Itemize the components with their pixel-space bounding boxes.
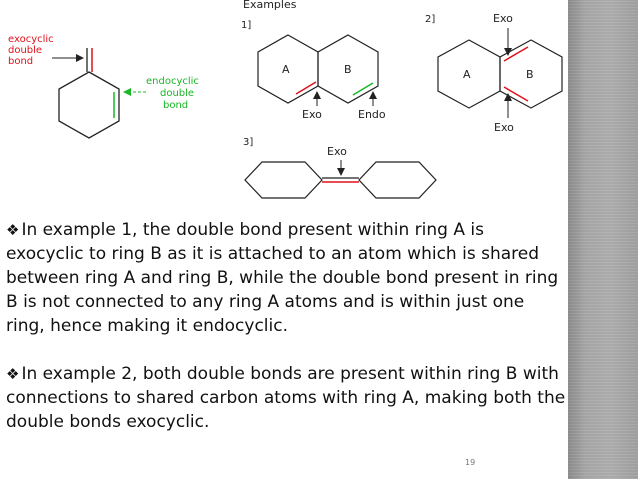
figure-heading: Examples xyxy=(243,0,297,11)
example2-ring-b-label: B xyxy=(526,68,534,81)
example3-ring-right xyxy=(358,161,437,199)
diamond-bullet-icon: ❖ xyxy=(6,221,20,239)
endocyclic-label-line3: bond xyxy=(163,100,188,111)
example1-ring-b xyxy=(317,34,379,104)
example1-endo-label: Endo xyxy=(358,108,386,121)
example1-ring-a-label: A xyxy=(282,63,290,76)
example1-exo-double-bond xyxy=(295,81,317,95)
example2-exo-double-bond-bottom xyxy=(503,86,529,102)
page-number: 19 xyxy=(465,458,476,467)
example2-ring-a-label: A xyxy=(463,68,471,81)
paragraph-gap xyxy=(6,338,566,362)
body-text: ❖In example 1, the double bond present w… xyxy=(6,218,566,434)
paragraph-example-1: ❖In example 1, the double bond present w… xyxy=(6,218,566,338)
example-3: 3] Exo xyxy=(243,137,437,199)
paragraph2-text: In example 2, both double bonds are pres… xyxy=(6,364,566,432)
example3-number: 3] xyxy=(243,137,253,148)
endocyclic-label-line2: double xyxy=(160,88,194,99)
example3-exo-label: Exo xyxy=(327,145,347,158)
example2-exo-bottom-label: Exo xyxy=(494,121,514,134)
example2-exo-top-label: Exo xyxy=(493,12,513,25)
example2-exo-double-bond-top xyxy=(503,46,529,62)
paragraph-example-2: ❖In example 2, both double bonds are pre… xyxy=(6,362,566,434)
example1-ring-b-label: B xyxy=(344,63,352,76)
example3-ring-left xyxy=(244,161,323,199)
example2-number: 2] xyxy=(425,14,435,25)
panel-exo-endo-definition: exocyclic double bond endocyclic double … xyxy=(8,34,199,139)
chemistry-diagram: Examples exocyclic double bond endocycli… xyxy=(8,0,563,199)
example1-endo-double-bond xyxy=(352,82,374,96)
example2-ring-b xyxy=(499,39,563,109)
exocyclic-label-line2: double xyxy=(8,45,42,56)
diamond-bullet-icon: ❖ xyxy=(6,365,20,383)
example-2: 2] Exo A B Exo xyxy=(425,12,563,134)
exocyclic-label-line3: bond xyxy=(8,56,33,67)
example1-number: 1] xyxy=(241,20,251,31)
endocyclic-label-line1: endocyclic xyxy=(146,76,199,87)
decorative-sidebar xyxy=(568,0,638,479)
example1-exo-label: Exo xyxy=(302,108,322,121)
exocyclic-label-line1: exocyclic xyxy=(8,34,54,45)
cyclohexane-ring xyxy=(58,71,120,139)
example-1: 1] A B Exo Endo xyxy=(241,20,386,121)
paragraph1-text: In example 1, the double bond present wi… xyxy=(6,220,559,336)
